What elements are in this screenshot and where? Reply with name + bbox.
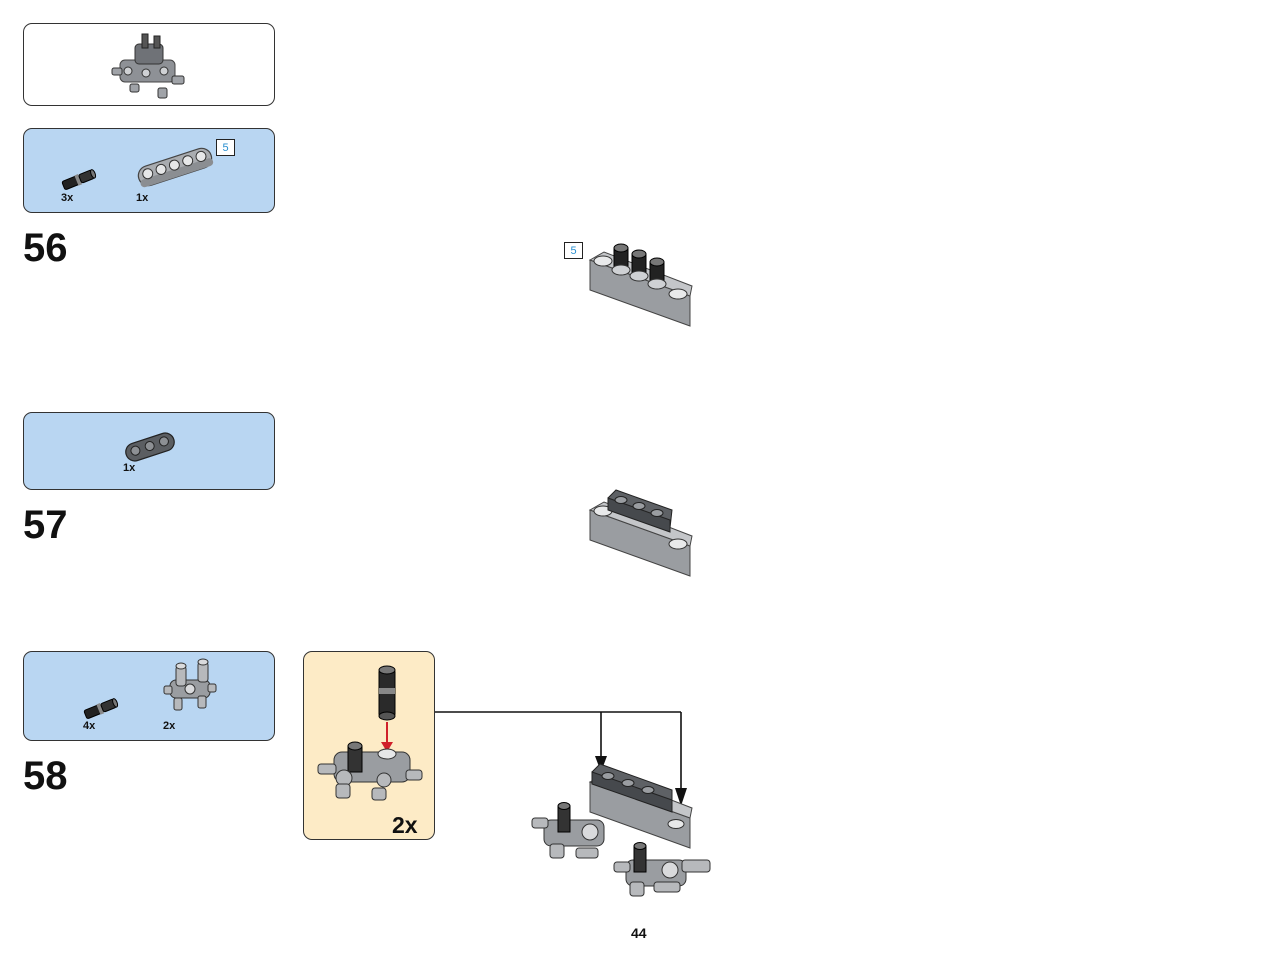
- part-quantity: 2x: [163, 720, 176, 732]
- step-56-parts-panel: 3x 5 1x: [23, 128, 275, 213]
- part-quantity: 1x: [136, 192, 149, 204]
- step-57-parts-panel: 1x: [23, 412, 275, 490]
- friction-axle-pin-icon: [61, 169, 97, 190]
- step-56-model-illustration: [588, 243, 693, 327]
- model-length-label: 5: [564, 242, 583, 259]
- step-57-model-illustration: [588, 489, 693, 577]
- part-quantity: 1x: [123, 462, 136, 474]
- step-number: 56: [23, 226, 68, 270]
- cross-block-icon: [163, 658, 217, 711]
- liftarm-3-icon: [125, 432, 175, 462]
- step-58-subassembly-panel: 2x: [303, 651, 435, 840]
- step-number: 58: [23, 754, 68, 798]
- axle-pin-icon: [611, 243, 631, 276]
- part-length-label: 5: [216, 139, 235, 156]
- step-number: 57: [23, 503, 68, 547]
- step-58-model-illustration: [531, 763, 711, 897]
- step-58-parts-panel: 4x 2x: [23, 651, 275, 741]
- axle-pin-icon: [378, 665, 396, 721]
- subassembly-model-icon: [111, 33, 185, 99]
- subassembly-illustration: [317, 665, 423, 801]
- subassembly-multiplier: 2x: [392, 812, 418, 838]
- subassembly-preview-panel: [23, 23, 275, 106]
- page-number: 44: [631, 925, 647, 941]
- liftarm-5-icon: [137, 147, 214, 188]
- friction-axle-pin-icon: [83, 698, 119, 719]
- part-quantity: 4x: [83, 720, 96, 732]
- part-quantity: 3x: [61, 192, 74, 204]
